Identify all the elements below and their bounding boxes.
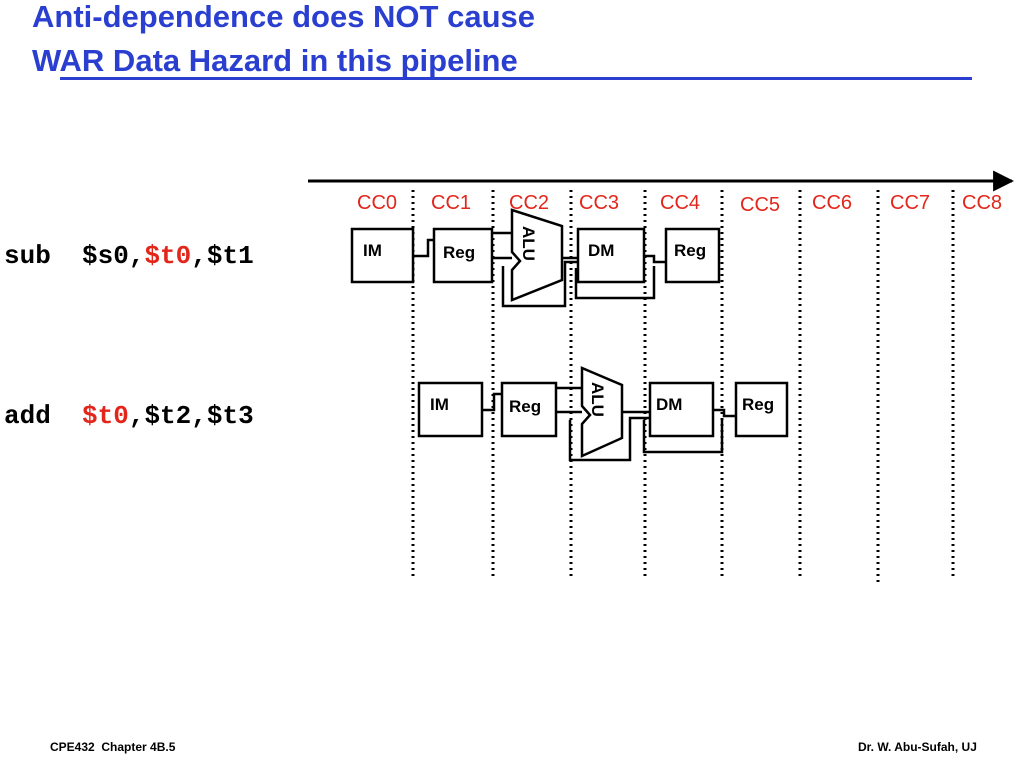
alu-bypass-wire xyxy=(501,260,578,308)
reg-write-box xyxy=(664,227,721,284)
im-box xyxy=(350,227,415,284)
im-reg-connector xyxy=(482,392,502,412)
cc-label-0: CC0 xyxy=(357,192,397,214)
alu-bypass-wire xyxy=(568,416,650,462)
reg-write-label: Reg xyxy=(742,395,774,414)
reg-read-label: Reg xyxy=(443,243,475,262)
instruction-add: add $t0,$t2,$t3 xyxy=(4,401,254,431)
slide-title-line-2: WAR Data Hazard in this pipeline xyxy=(32,43,518,78)
im-reg-connector xyxy=(413,238,434,258)
operand-t0-dest: $t0 xyxy=(82,401,129,431)
footer-author: Dr. W. Abu-Sufah, UJ xyxy=(858,740,977,754)
reg-read-box xyxy=(500,381,558,438)
cc-label-6: CC6 xyxy=(812,192,852,214)
reg-read-box xyxy=(432,227,494,284)
reg-write-box xyxy=(734,381,789,438)
dm-box xyxy=(576,227,646,284)
alu-label: ALU xyxy=(588,382,607,417)
reg-write-label: Reg xyxy=(674,241,706,260)
dm-wb-wire xyxy=(713,408,736,418)
dm-wb-wire xyxy=(644,254,666,264)
alu-shape xyxy=(580,366,624,458)
instruction-sub: sub $s0,$t0,$t1 xyxy=(4,241,254,271)
im-label: IM xyxy=(363,241,382,260)
operand-t3: $t3 xyxy=(206,401,254,431)
alu-label: ALU xyxy=(519,226,538,261)
slide-title-line-1: Anti-dependence does NOT cause xyxy=(32,0,535,34)
operand-t0-source: $t0 xyxy=(144,241,192,271)
dm-bypass-wire xyxy=(642,420,724,454)
footer-course: CPE432 Chapter 4B.5 xyxy=(50,740,176,754)
cc-label-7: CC7 xyxy=(890,192,930,214)
cc-label-3: CC3 xyxy=(579,192,619,214)
cc-label-5: CC5 xyxy=(740,194,780,216)
operand-t2: $t2 xyxy=(144,401,192,431)
im-box xyxy=(417,381,484,438)
dm-label: DM xyxy=(656,395,682,414)
pipeline-row-add xyxy=(417,366,789,462)
pipeline-row-sub xyxy=(350,208,721,308)
dm-label: DM xyxy=(588,241,614,260)
dm-bypass-wire xyxy=(574,266,656,300)
title-underline xyxy=(60,77,972,80)
cc-label-4: CC4 xyxy=(660,192,700,214)
opcode-sub: sub xyxy=(4,241,51,271)
reg-read-label: Reg xyxy=(509,397,541,416)
operand-s0: $s0 xyxy=(82,241,129,271)
operand-t1: $t1 xyxy=(206,241,254,271)
alu-shape xyxy=(510,208,564,302)
cc-label-1: CC1 xyxy=(431,192,471,214)
opcode-add: add xyxy=(4,401,51,431)
cc-label-2: CC2 xyxy=(509,192,549,214)
cc-label-8: CC8 xyxy=(962,192,1002,214)
im-label: IM xyxy=(430,395,449,414)
